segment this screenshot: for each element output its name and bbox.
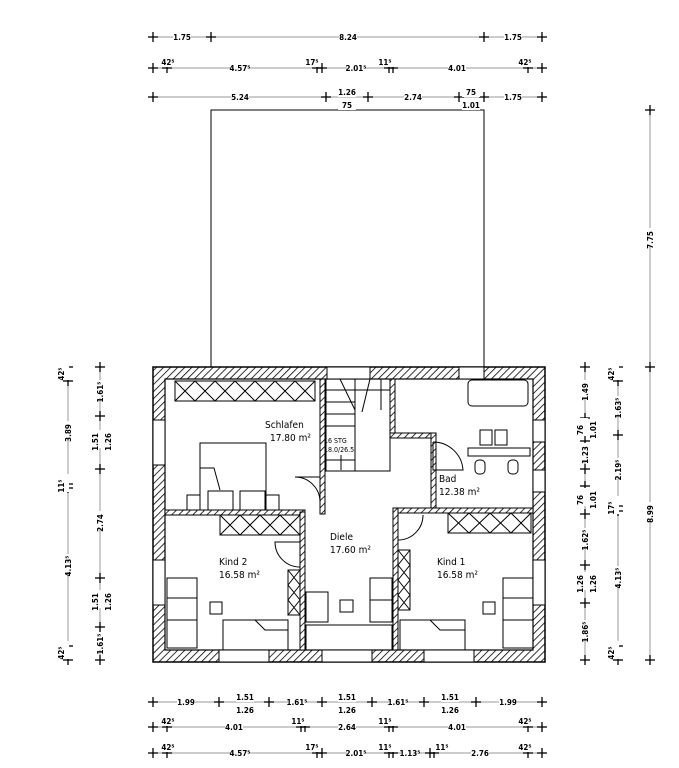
dimension-label: 1.23 bbox=[581, 446, 590, 464]
dimension-label: 75 bbox=[466, 88, 476, 97]
dimension-label: 11⁵ bbox=[435, 743, 448, 752]
dimension-label: 8.24 bbox=[339, 33, 357, 42]
dimension-chains: 1.75 8.24 1.75 42⁵ 4.57⁵ 17⁵ 2.01⁵ 11⁵ 4.01 42⁵ 5.… bbox=[57, 32, 658, 758]
dimension-label: 1.63⁵ bbox=[614, 398, 623, 419]
dimension-label: 1.51 bbox=[91, 593, 100, 611]
staircase bbox=[325, 378, 391, 472]
dimension-label: 17⁵ bbox=[607, 501, 616, 514]
dimension-label: 17⁵ bbox=[305, 743, 318, 752]
dimension-label: 1.99 bbox=[177, 698, 195, 707]
dimension-label: 4.57⁵ bbox=[230, 749, 251, 758]
dimension-label: 1.61⁵ bbox=[96, 634, 105, 655]
dimension-label: 42⁵ bbox=[161, 58, 174, 67]
dimension-label: 1.61⁵ bbox=[287, 698, 308, 707]
dimension-label: 76 bbox=[576, 495, 585, 505]
dimension-label: 4.57⁵ bbox=[230, 64, 251, 73]
room-area-kind-1: 16.58 m² bbox=[437, 570, 478, 581]
dimension-label: 3.89 bbox=[64, 424, 73, 442]
dimension-label: 1.51 bbox=[441, 693, 459, 702]
dimension-label: 1.26 bbox=[576, 575, 585, 593]
dimension-label: 8.99 bbox=[646, 505, 655, 523]
dimension-label: 4.13⁵ bbox=[64, 556, 73, 577]
dimension-label: 11⁵ bbox=[291, 717, 304, 726]
dimension-label: 1.26 bbox=[338, 88, 356, 97]
dimension-label: 1.26 bbox=[589, 575, 598, 593]
dimension-label: 1.51 bbox=[338, 693, 356, 702]
dimension-label: 4.01 bbox=[448, 64, 466, 73]
dimension-label: 42⁵ bbox=[57, 367, 66, 380]
room-area-kind-2: 16.58 m² bbox=[219, 570, 260, 581]
dimension-label: 2.64 bbox=[338, 723, 356, 732]
dimension-label: 5.24 bbox=[231, 93, 249, 102]
room-area-diele: 17.60 m² bbox=[330, 545, 371, 556]
dimension-label: 1.26 bbox=[338, 706, 356, 715]
dimension-label: 2.01⁵ bbox=[346, 64, 367, 73]
room-name-bad: Bad bbox=[439, 474, 456, 485]
roof-terrace-outline bbox=[210, 109, 485, 368]
room-name-diele: Diele bbox=[330, 532, 353, 543]
furniture bbox=[166, 379, 534, 651]
dimension-label: 2.74 bbox=[404, 93, 422, 102]
room-name-schlafen: Schlafen bbox=[265, 420, 304, 431]
wardrobes bbox=[174, 380, 532, 616]
stair-ratio: 18.0/26.5 bbox=[324, 446, 354, 454]
dimension-label: 42⁵ bbox=[607, 646, 616, 659]
room-name-kind-2: Kind 2 bbox=[219, 557, 247, 568]
dimension-label: 42⁵ bbox=[607, 367, 616, 380]
dimension-label: 1.75 bbox=[504, 33, 522, 42]
dimension-label: 1.75 bbox=[504, 93, 522, 102]
dimension-label: 2.74 bbox=[96, 514, 105, 532]
dimension-label: 1.01 bbox=[589, 491, 598, 509]
room-area-bad: 12.38 m² bbox=[439, 487, 480, 498]
dimension-label: 2.19⁵ bbox=[614, 460, 623, 481]
dimension-label: 4.01 bbox=[225, 723, 243, 732]
dimension-label: 76 bbox=[576, 425, 585, 435]
dimension-label: 1.61⁵ bbox=[388, 698, 409, 707]
dimension-label: 1.51 bbox=[236, 693, 254, 702]
dimension-label: 42⁵ bbox=[57, 646, 66, 659]
dimension-label: 1.99 bbox=[499, 698, 517, 707]
dimension-label: 11⁵ bbox=[378, 58, 391, 67]
dimension-label: 1.26 bbox=[104, 433, 113, 451]
dimension-label: 4.01 bbox=[448, 723, 466, 732]
dimension-label: 1.61⁵ bbox=[96, 382, 105, 403]
dimension-label: 4.13⁵ bbox=[614, 568, 623, 589]
dimension-label: 42⁵ bbox=[161, 717, 174, 726]
dimension-label: 1.01 bbox=[462, 101, 480, 110]
dimension-label: 17⁵ bbox=[305, 58, 318, 67]
dimension-label: 75 bbox=[342, 101, 352, 110]
dimension-label: 1.49 bbox=[581, 383, 590, 401]
dimension-label: 1.26 bbox=[236, 706, 254, 715]
exterior-walls bbox=[152, 366, 546, 663]
dimension-label: 42⁵ bbox=[518, 717, 531, 726]
dimension-label: 42⁵ bbox=[518, 58, 531, 67]
room-labels: Schlafen 17.80 m² Diele 17.60 m² Kind 2 … bbox=[219, 420, 480, 581]
dimension-label: 11⁵ bbox=[378, 717, 391, 726]
doors bbox=[274, 441, 464, 568]
dimension-label: 7.75 bbox=[646, 231, 655, 249]
dimension-label: 1.51 bbox=[91, 433, 100, 451]
dimension-label: 1.86⁵ bbox=[581, 622, 590, 643]
dimension-label: 1.13⁵ bbox=[400, 749, 421, 758]
dimension-label: 1.01 bbox=[589, 421, 598, 439]
dimension-label: 11⁵ bbox=[378, 743, 391, 752]
dimension-label: 2.01⁵ bbox=[346, 749, 367, 758]
dimension-label: 1.62⁵ bbox=[581, 530, 590, 551]
stair-steps: 16 STG bbox=[324, 437, 347, 445]
dimension-label: 11⁵ bbox=[57, 479, 66, 492]
dimension-label: 1.75 bbox=[173, 33, 191, 42]
dimension-label: 2.76 bbox=[471, 749, 489, 758]
room-name-kind-1: Kind 1 bbox=[437, 557, 465, 568]
dimension-label: 42⁵ bbox=[518, 743, 531, 752]
dimension-label: 1.26 bbox=[441, 706, 459, 715]
room-area-schlafen: 17.80 m² bbox=[270, 433, 311, 444]
dimension-label: 42⁵ bbox=[161, 743, 174, 752]
dimension-label: 1.26 bbox=[104, 593, 113, 611]
